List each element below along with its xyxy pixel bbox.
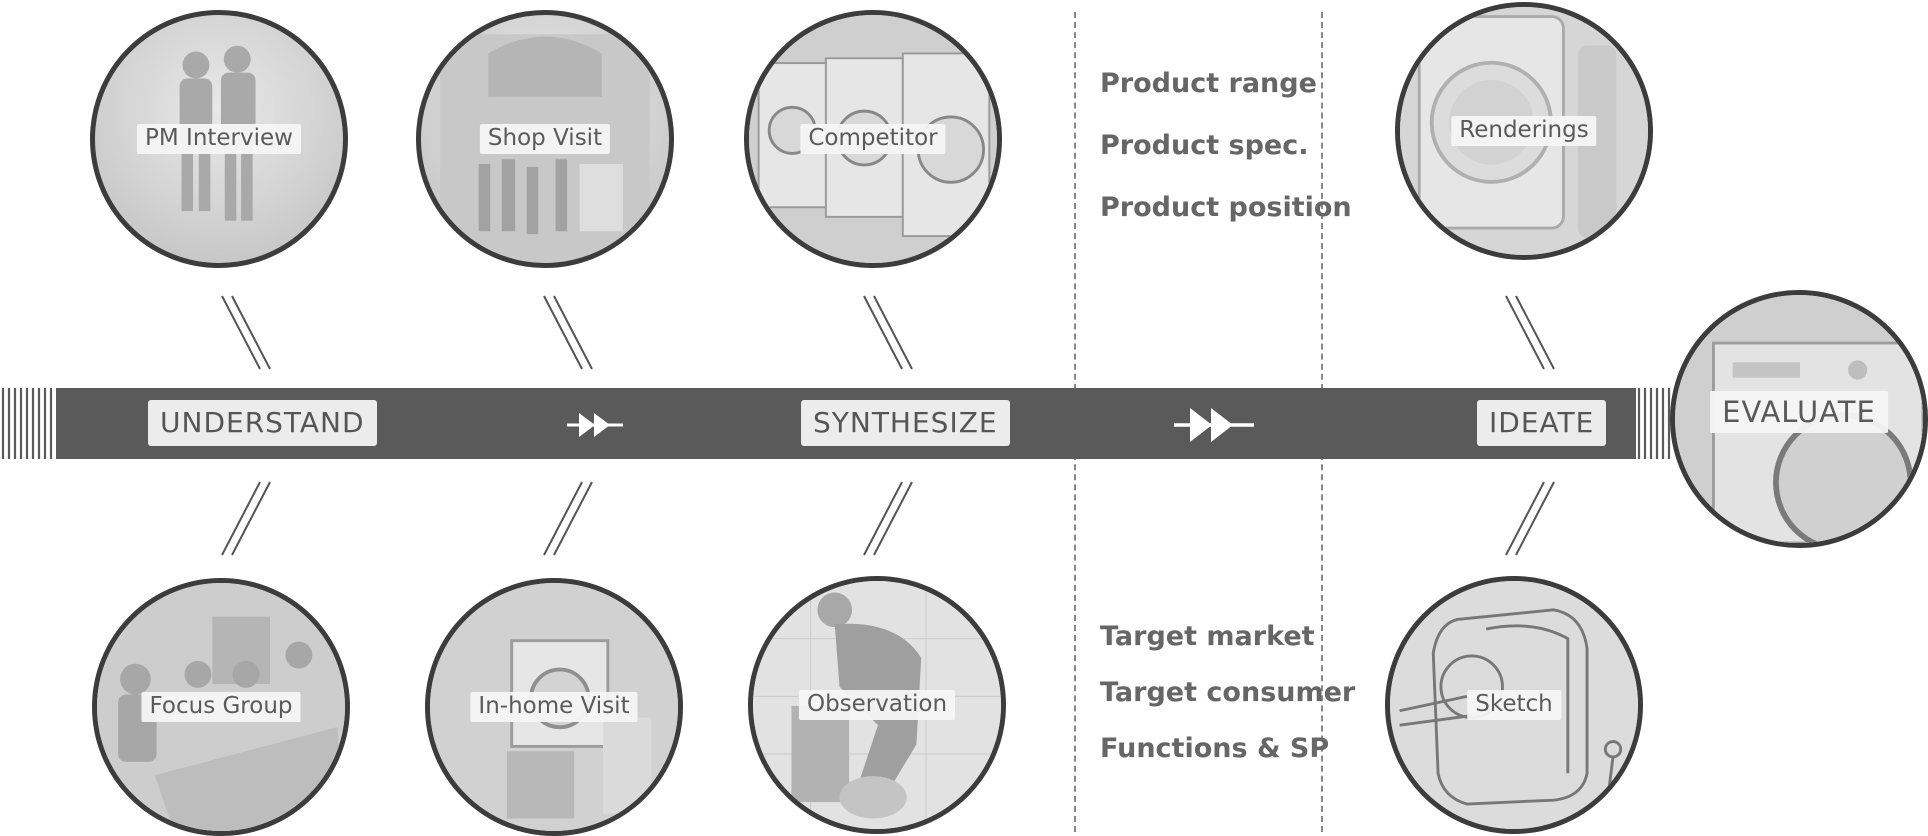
circle-label: Observation — [798, 690, 956, 720]
output-item: Product range — [1100, 68, 1317, 99]
circle-focus-group: Focus Group — [92, 578, 350, 836]
circle-label: Renderings — [1451, 116, 1597, 146]
output-item: Product spec. — [1100, 130, 1309, 161]
circle-sketch: Sketch — [1385, 576, 1643, 834]
double-arrow-icon — [1174, 408, 1254, 442]
circle-label: Sketch — [1467, 690, 1561, 720]
circle-shop-visit: Shop Visit — [416, 10, 674, 268]
circle-observation: Observation — [748, 576, 1006, 834]
circle-pm-interview: PM Interview — [90, 10, 348, 268]
phase-evaluate: EVALUATE — [1710, 390, 1888, 433]
circle-label: Focus Group — [141, 692, 301, 722]
circle-label: PM Interview — [137, 124, 301, 154]
phase-understand: UNDERSTAND — [148, 400, 377, 446]
timeline-start-stripes — [0, 388, 56, 459]
timeline-end-stripes — [1636, 388, 1676, 459]
output-item: Functions & SP — [1100, 733, 1330, 764]
output-item: Target consumer — [1100, 677, 1356, 708]
person-laundry-photo-icon — [753, 581, 1001, 829]
double-arrow-icon — [567, 413, 623, 437]
storefront-photo-icon — [440, 34, 650, 256]
circle-evaluate: EVALUATE — [1670, 290, 1928, 548]
circle-label: In-home Visit — [470, 692, 638, 722]
output-item: Target market — [1100, 621, 1315, 652]
phase-synthesize: SYNTHESIZE — [801, 400, 1010, 446]
circle-in-home-visit: In-home Visit — [425, 578, 683, 836]
circle-competitor: Competitor — [744, 10, 1002, 268]
circle-label: Shop Visit — [479, 124, 611, 154]
circle-renderings: Renderings — [1395, 2, 1653, 260]
circle-label: Competitor — [800, 124, 946, 154]
phase-ideate: IDEATE — [1477, 400, 1607, 446]
washer-closeup-photo-icon — [1675, 295, 1923, 543]
output-item: Product position — [1100, 192, 1352, 223]
